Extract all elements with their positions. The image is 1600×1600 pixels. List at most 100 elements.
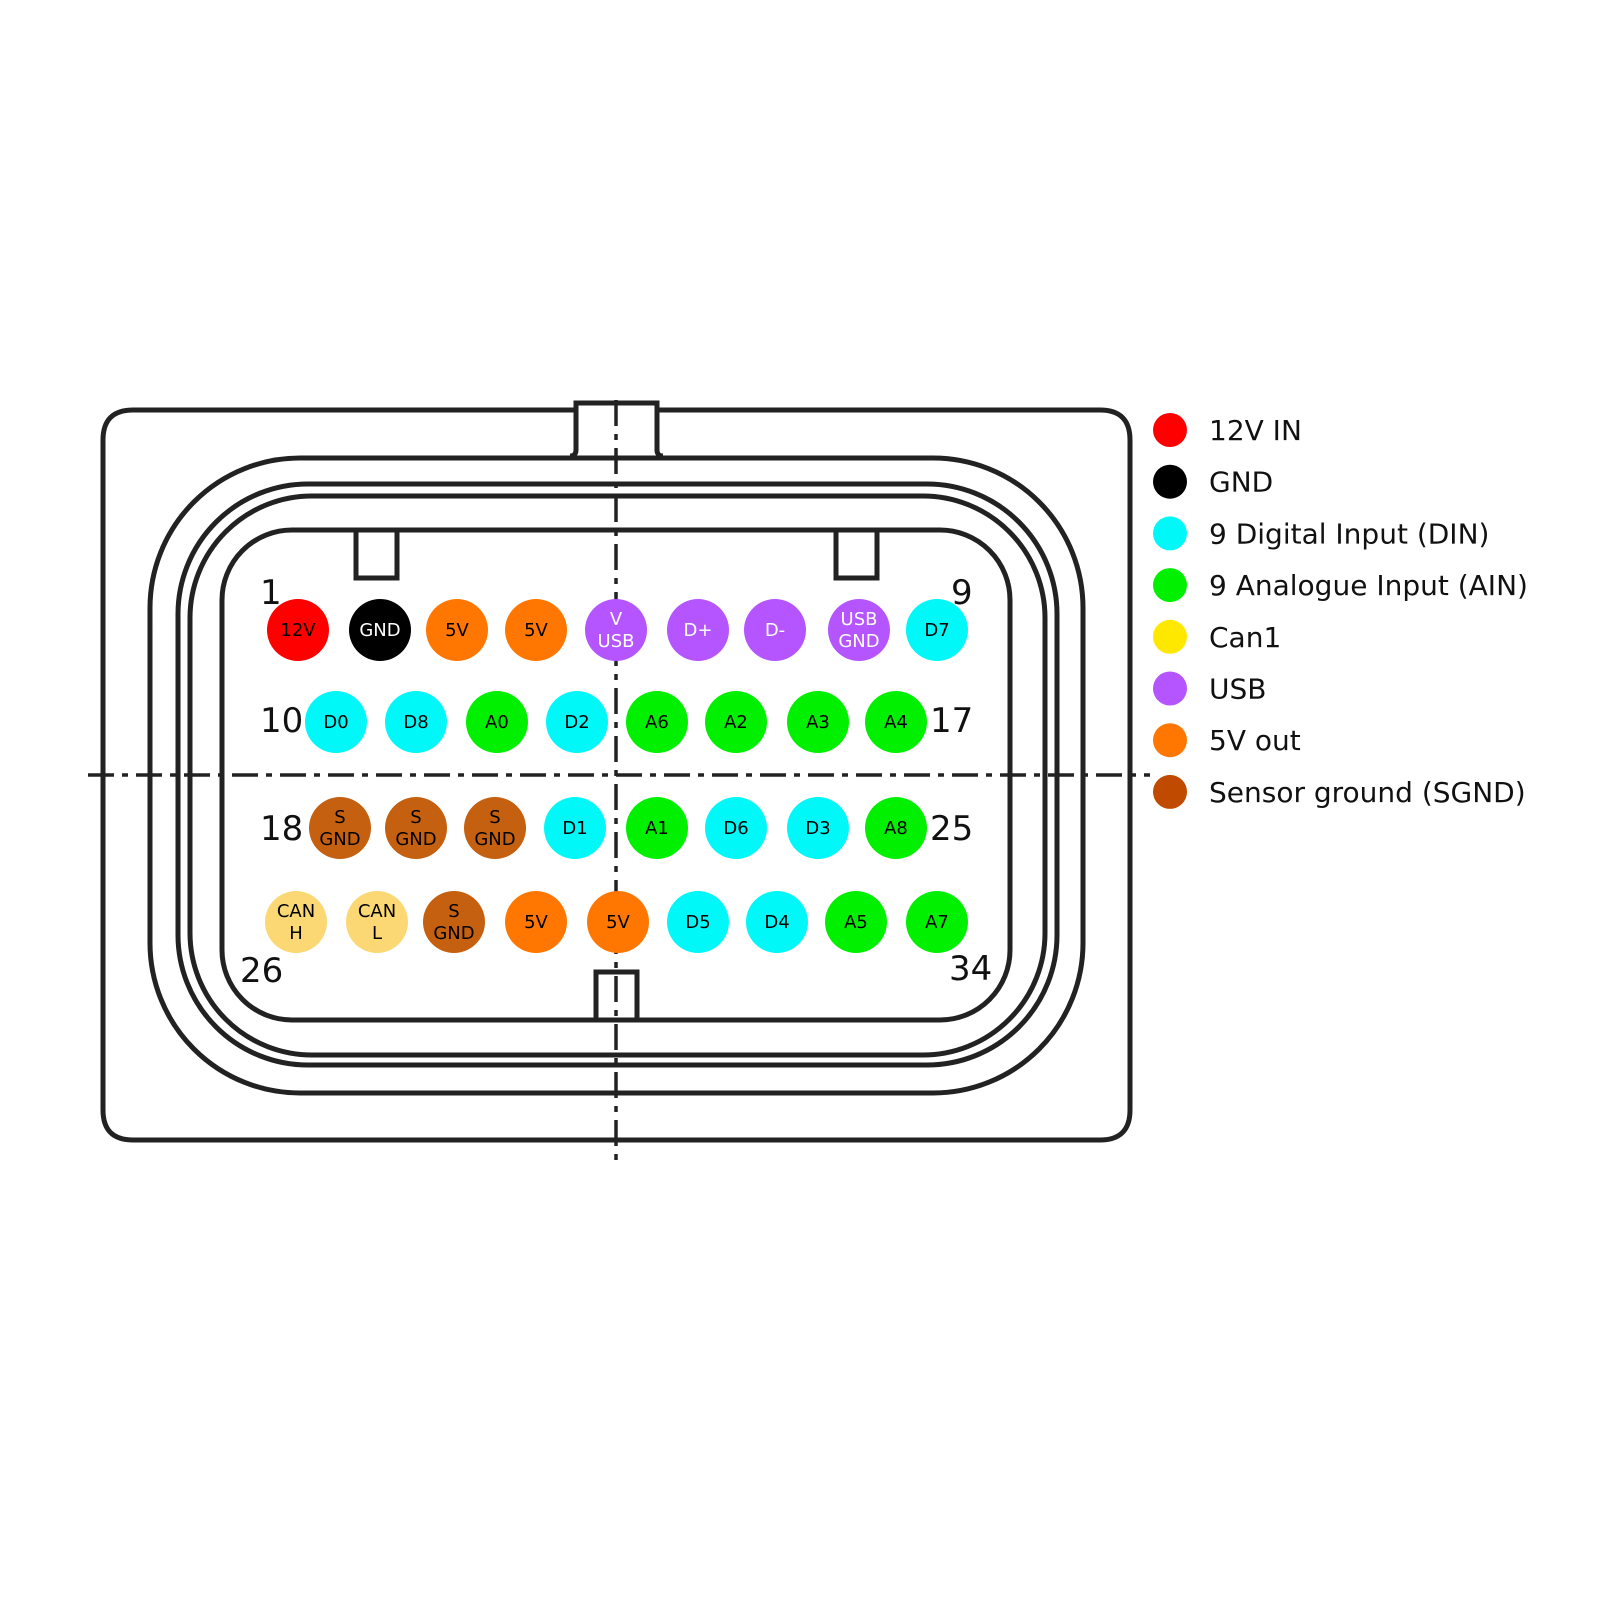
pin-circle: [466, 691, 528, 753]
pin-circle: [705, 797, 767, 859]
legend-label: Sensor ground (SGND): [1209, 776, 1526, 809]
pin-label: 5V: [524, 620, 548, 641]
pin-circle: [385, 797, 447, 859]
legend-label: 5V out: [1209, 724, 1301, 757]
legend-swatch: [1153, 516, 1187, 551]
pin-circle: [906, 599, 968, 661]
pin-circle: [505, 599, 567, 661]
pin-label: D8: [403, 712, 428, 733]
pin-22: A1: [626, 797, 688, 859]
pin-label: D0: [323, 712, 348, 733]
pin-circle: [309, 797, 371, 859]
pin-circle: [744, 599, 806, 661]
key-tab-right: [833, 530, 880, 581]
pin-2: GND: [349, 599, 411, 661]
key-tab-bottom: [593, 969, 640, 1020]
legend-label: 12V IN: [1209, 414, 1302, 447]
pin-6: D+: [667, 599, 729, 661]
pin-circle: [464, 797, 526, 859]
pin-label: A6: [645, 712, 669, 733]
pin-label: S: [489, 807, 500, 828]
pin-label: A2: [724, 712, 748, 733]
pin-label: H: [289, 923, 303, 944]
pin-label: A5: [844, 912, 868, 933]
pin-circle: [705, 691, 767, 753]
pin-30: 5V: [587, 891, 649, 953]
legend-item: 5V out: [1153, 723, 1301, 758]
pin-circle: [546, 691, 608, 753]
pin-label: S: [410, 807, 421, 828]
pin-circle: [667, 599, 729, 661]
legend-item: Can1: [1153, 619, 1281, 654]
pin-number-17: 17: [930, 701, 973, 741]
legend-swatch: [1153, 619, 1187, 654]
legend-label: GND: [1209, 466, 1273, 499]
pin-label: USB: [841, 609, 878, 630]
pin-1: 12V: [267, 599, 329, 661]
pin-11: D8: [385, 691, 447, 753]
pin-circle: [906, 891, 968, 953]
pin-16: A3: [787, 691, 849, 753]
pin-numbers: 1 9 10 17 18 25 26 34: [240, 573, 992, 991]
pin-circle: [626, 797, 688, 859]
pin-label: GND: [359, 620, 400, 641]
center-lines: [88, 400, 1150, 1160]
legend-swatch: [1153, 413, 1187, 447]
pin-label: D3: [805, 818, 830, 839]
pin-number-18: 18: [260, 809, 303, 849]
pin-label: USB: [598, 631, 635, 652]
pin-label: GND: [474, 829, 515, 850]
pin-23: D6: [705, 797, 767, 859]
pin-label: D2: [564, 712, 589, 733]
pin-4: 5V: [505, 599, 567, 661]
pin-circle: [865, 797, 927, 859]
pin-label: S: [334, 807, 345, 828]
legend-label: Can1: [1209, 621, 1281, 654]
pin-label: S: [448, 901, 459, 922]
pin-label: GND: [319, 829, 360, 850]
pin-31: D5: [667, 891, 729, 953]
legend-item: Sensor ground (SGND): [1153, 774, 1526, 809]
pin-label: D+: [684, 620, 713, 641]
pin-18: SGND: [309, 797, 371, 859]
pin-circle: [505, 891, 567, 953]
pin-label: 5V: [606, 912, 630, 933]
pin-circle: [305, 691, 367, 753]
pin-number-26: 26: [240, 951, 283, 991]
pin-circle: [746, 891, 808, 953]
outer-shell: [100, 400, 1133, 1143]
pin-28: SGND: [423, 891, 485, 953]
pin-circle: [787, 691, 849, 753]
key-tab-left: [353, 530, 400, 581]
pin-13: D2: [546, 691, 608, 753]
pin-number-34: 34: [949, 949, 992, 989]
pin-circle: [626, 691, 688, 753]
pin-label: L: [372, 923, 382, 944]
pin-label: GND: [433, 923, 474, 944]
legend-label: 9 Analogue Input (AIN): [1209, 569, 1528, 602]
pin-circle: [267, 599, 329, 661]
legend-label: USB: [1209, 673, 1266, 706]
legend-item: 12V IN: [1153, 413, 1302, 447]
pin-24: D3: [787, 797, 849, 859]
pin-label: A8: [884, 818, 908, 839]
pin-circle: [585, 599, 647, 661]
pin-9: D7: [906, 599, 968, 661]
pin-17: A4: [865, 691, 927, 753]
pin-29: 5V: [505, 891, 567, 953]
pin-10: D0: [305, 691, 367, 753]
legend-swatch: [1153, 774, 1187, 809]
pin-circle: [426, 599, 488, 661]
pin-label: 5V: [524, 912, 548, 933]
legend-item: 9 Digital Input (DIN): [1153, 516, 1489, 551]
pin-circle: [349, 599, 411, 661]
pin-number-10: 10: [260, 701, 303, 741]
pin-number-1: 1: [260, 573, 282, 613]
pin-label: A4: [884, 712, 908, 733]
legend-item: GND: [1153, 464, 1273, 499]
pin-label: 5V: [445, 620, 469, 641]
